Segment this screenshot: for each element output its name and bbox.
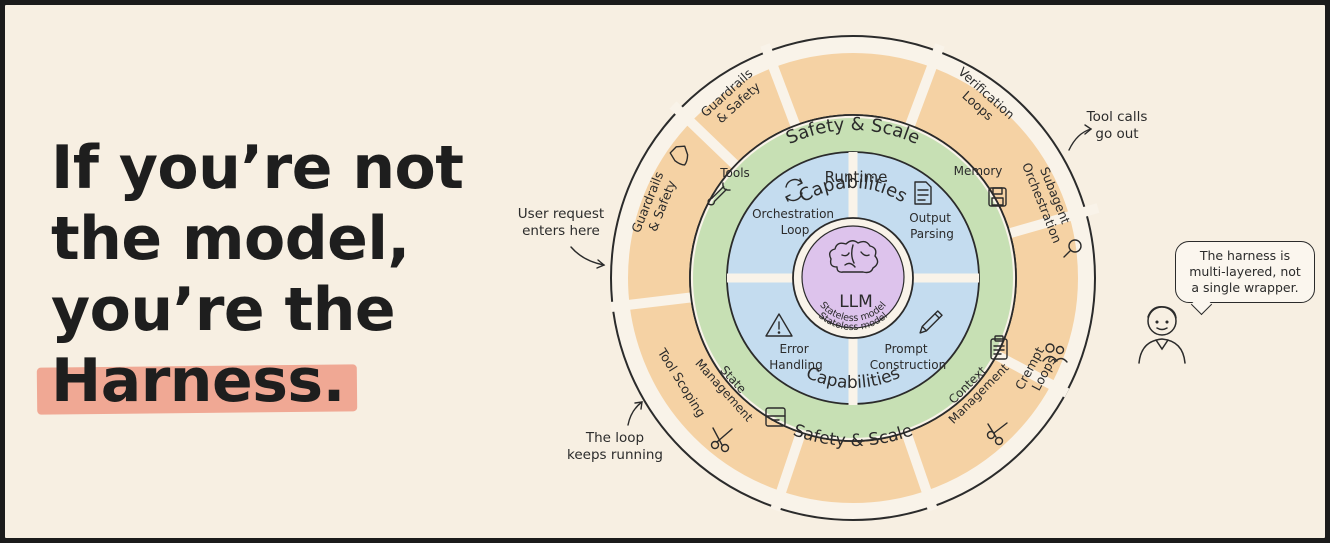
capabilities-band	[693, 118, 1013, 438]
runtime-title: Runtime	[825, 168, 888, 186]
harness-diagram: Safety & Scale Safety & Scale Capabiliti…	[570, 35, 1186, 521]
safety-scale-band	[628, 53, 1078, 503]
cap-tools: Tools	[719, 166, 750, 180]
brain-icon	[828, 240, 879, 274]
document-icon	[914, 181, 932, 205]
llm-label: LLM	[839, 292, 873, 312]
runtime-error-handling: Error Handling	[769, 342, 823, 372]
headline-line-1: If you’re not	[51, 133, 464, 203]
clipboard-icon	[990, 335, 1008, 360]
users-icon	[1042, 343, 1068, 363]
wrench-icon	[707, 182, 731, 206]
pencil-icon	[919, 310, 943, 334]
arrow-tool-calls	[1068, 128, 1092, 151]
runtime-orchestration: Orchestration Loop	[752, 207, 838, 237]
warning-icon	[765, 313, 793, 337]
shield-icon	[669, 145, 689, 166]
runtime-output-parsing: Output Parsing	[909, 211, 955, 241]
refresh-cycle-icon	[785, 178, 803, 202]
headline: If you’re not the model, you’re the Harn…	[51, 133, 464, 417]
speech-bubble: The harness is multi-layered, not a sing…	[1175, 241, 1315, 303]
scissors-icon	[710, 427, 733, 453]
cap-memory: Memory	[954, 164, 1003, 178]
headline-line-2: the model,	[51, 204, 410, 274]
note-user-request: User request enters here	[517, 206, 605, 239]
magnifier-icon	[1063, 239, 1082, 258]
arrow-user-request	[570, 246, 605, 266]
llm-core	[801, 225, 905, 329]
note-tool-calls: Tool calls go out	[1086, 109, 1148, 142]
floppy-disk-icon	[988, 187, 1007, 207]
arrow-loop	[627, 401, 643, 426]
headline-line-3: you’re the	[51, 275, 396, 345]
person-icon	[1138, 305, 1186, 364]
headline-highlight: Harness.	[51, 346, 345, 416]
archive-box-icon	[765, 407, 786, 427]
note-loop: The loop keeps running	[567, 430, 663, 463]
scissors-icon-right	[986, 422, 1008, 446]
runtime-prompt-construction: Prompt Construction	[870, 342, 946, 372]
